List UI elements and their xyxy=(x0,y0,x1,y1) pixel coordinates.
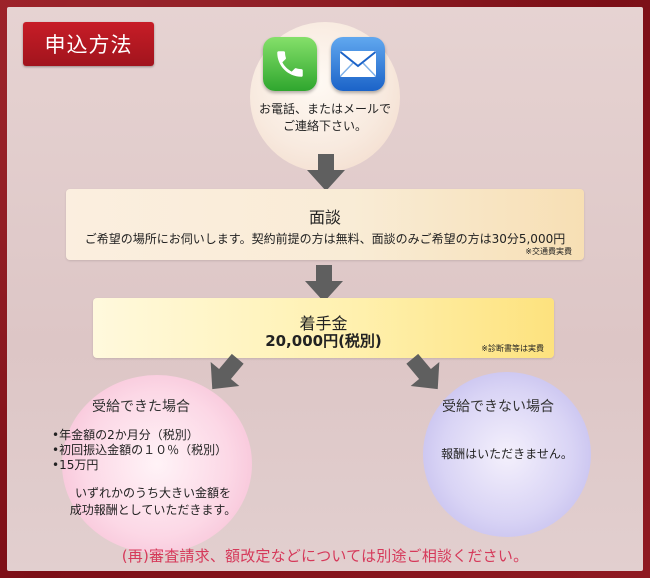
retainer-note: ※診断書等は実費 xyxy=(481,344,544,353)
contact-instruction-line2: ご連絡下さい。 xyxy=(282,119,367,133)
success-fee-item: •年金額の2か月分（税別） xyxy=(52,428,199,442)
success-case-circle xyxy=(62,375,252,553)
retainer-title: 着手金 xyxy=(299,314,348,333)
success-fee-list: •年金額の2か月分（税別） •初回振込金額の１０％（税別） •15万円 xyxy=(52,428,227,473)
failure-case-title: 受給できない場合 xyxy=(442,399,554,415)
success-case-note-line2: 成功報酬としていただきます。 xyxy=(69,503,237,517)
contact-instruction: お電話、またはメールで ご連絡下さい。 xyxy=(250,101,400,135)
section-title-badge: 申込方法 xyxy=(23,22,154,66)
consultation-title: 面談 xyxy=(308,208,341,227)
mail-app-icon xyxy=(331,37,385,91)
success-fee-item: •初回振込金額の１０％（税別） xyxy=(52,443,228,457)
success-case-note: いずれかのうち大きい金額を 成功報酬としていただきます。 xyxy=(58,485,248,519)
arrow-down-icon xyxy=(305,265,343,302)
arrow-down-left-icon xyxy=(210,353,244,390)
consultation-description: ご希望の場所にお伺いします。契約前提の方は無料、面談のみご希望の方は30分5,0… xyxy=(84,232,566,246)
success-case-note-line1: いずれかのうち大きい金額を xyxy=(74,486,231,500)
success-fee-item: •15万円 xyxy=(52,458,99,472)
bottom-note: (再)審査請求、額改定などについては別途ご相談ください。 xyxy=(121,547,529,565)
arrow-down-right-icon xyxy=(406,353,440,390)
success-case-title: 受給できた場合 xyxy=(92,399,190,415)
phone-app-icon xyxy=(263,37,317,91)
retainer-step: 着手金 20,000円(税別) ※診断書等は実費 xyxy=(93,298,554,358)
failure-case-note: 報酬はいただきません。 xyxy=(441,447,573,461)
consultation-step: 面談 ご希望の場所にお伺いします。契約前提の方は無料、面談のみご希望の方は30分… xyxy=(66,189,584,260)
retainer-amount: 20,000円(税別) xyxy=(265,332,382,350)
consultation-note: ※交通費実費 xyxy=(525,247,572,256)
failure-case-circle xyxy=(423,372,591,537)
arrow-down-icon xyxy=(307,154,345,191)
contact-instruction-line1: お電話、またはメールで xyxy=(258,102,391,116)
